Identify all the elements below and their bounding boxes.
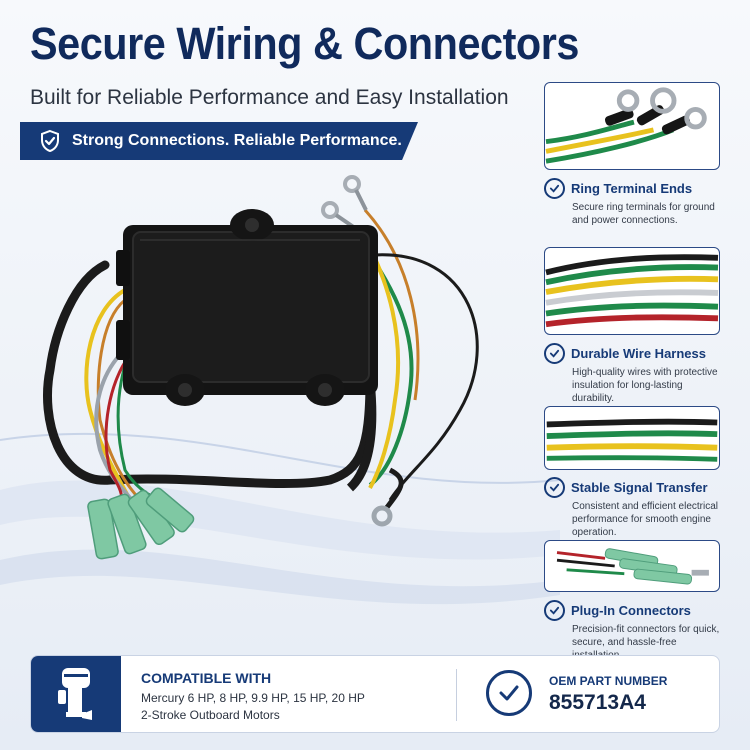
page-subtitle: Built for Reliable Performance and Easy … [30, 86, 509, 109]
feature-title: Plug-In Connectors [571, 603, 691, 618]
banner-text: Strong Connections. Reliable Performance… [72, 132, 402, 149]
feature-plug-connectors: Plug-In Connectors Precision-fit connect… [544, 600, 734, 662]
compatible-motor-type: 2-Stroke Outboard Motors [141, 708, 280, 722]
check-circle-icon [544, 343, 565, 364]
divider [456, 669, 457, 721]
page-title: Secure Wiring & Connectors [30, 18, 579, 69]
feature-title: Stable Signal Transfer [571, 480, 708, 495]
feature-title: Ring Terminal Ends [571, 181, 693, 196]
check-circle-icon [486, 670, 532, 716]
feature-signal-transfer: Stable Signal Transfer Consistent and ef… [544, 477, 734, 539]
feature-description: High-quality wires with protective insul… [572, 367, 718, 404]
compatibility-panel: COMPATIBLE WITH Mercury 6 HP, 8 HP, 9.9 … [30, 655, 720, 733]
check-circle-icon [544, 477, 565, 498]
oem-part-number: 855713A4 [549, 691, 646, 714]
wire-harness-image [544, 247, 720, 335]
shield-check-icon [41, 129, 59, 153]
feature-ring-terminal: Ring Terminal Ends Secure ring terminals… [544, 178, 734, 227]
compatible-title: COMPATIBLE WITH [141, 670, 272, 686]
compatible-models: Mercury 6 HP, 8 HP, 9.9 HP, 15 HP, 20 HP [141, 691, 365, 705]
ring-terminal-image [544, 82, 720, 170]
feature-description: Secure ring terminals for ground and pow… [572, 202, 715, 226]
feature-description: Consistent and efficient electrical perf… [572, 501, 719, 538]
signal-wires-image [544, 406, 720, 470]
check-circle-icon [544, 178, 565, 199]
oem-label: OEM PART NUMBER [549, 674, 668, 688]
check-circle-icon [544, 600, 565, 621]
feature-title: Durable Wire Harness [571, 346, 706, 361]
engine-badge [31, 656, 121, 732]
feature-wire-harness: Durable Wire Harness High-quality wires … [544, 343, 734, 405]
plug-connectors-image [544, 540, 720, 592]
feature-banner: Strong Connections. Reliable Performance… [20, 122, 418, 160]
outboard-motor-icon [58, 668, 92, 720]
switch-box-product-image [43, 175, 479, 560]
